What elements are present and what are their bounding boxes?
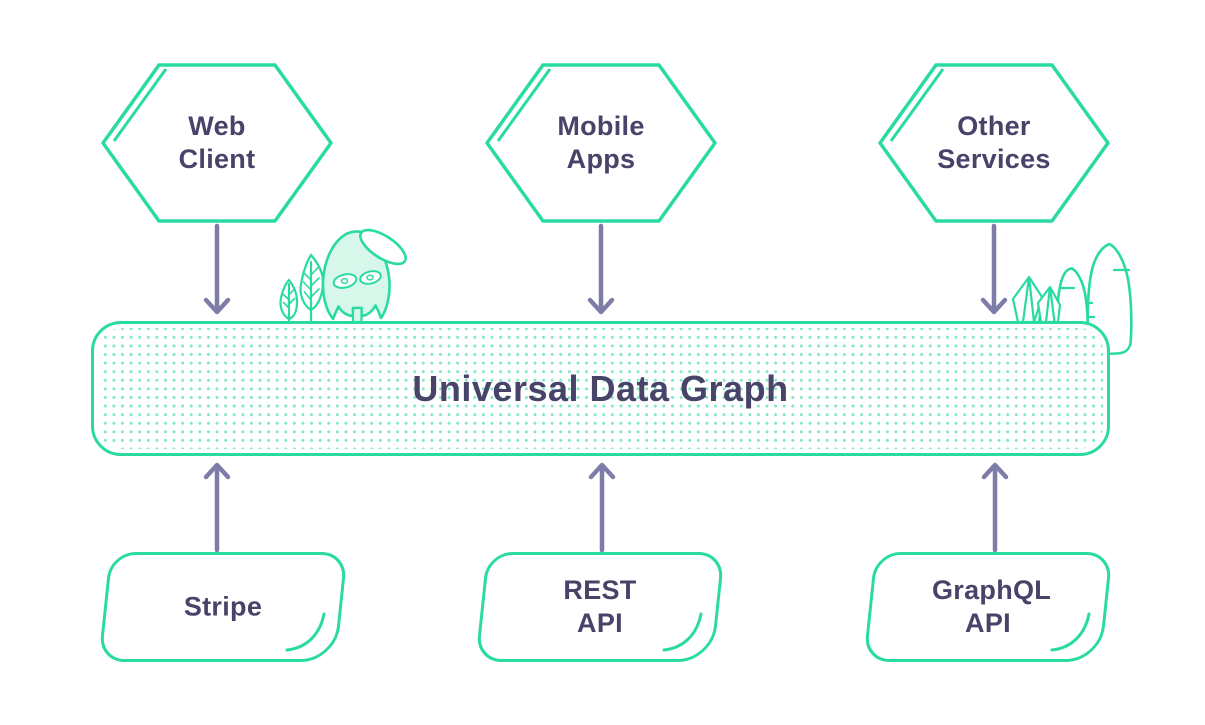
arrow-up-stripe bbox=[203, 462, 231, 553]
crystals-icon bbox=[1011, 275, 1062, 324]
arrow-down-mobile-apps bbox=[587, 223, 615, 315]
client-label: Mobile Apps bbox=[557, 111, 645, 174]
arrow-up-rest-api bbox=[588, 462, 616, 553]
client-label: Web Client bbox=[178, 111, 256, 174]
client-node-mobile: Mobile Apps bbox=[484, 61, 718, 225]
hills-icon bbox=[1055, 242, 1133, 356]
hexagon-accent-line bbox=[112, 68, 168, 142]
hexagon-shape bbox=[878, 63, 1110, 223]
source-node-rest-api: REST API bbox=[475, 552, 725, 662]
source-label: REST API bbox=[563, 575, 637, 638]
arrow-down-web-client bbox=[203, 223, 231, 315]
corner-curl-icon bbox=[662, 612, 703, 652]
source-label: GraphQL API bbox=[932, 575, 1052, 638]
client-node-web: Web Client bbox=[100, 61, 334, 225]
hexagon-shape bbox=[485, 63, 717, 223]
hexagon-accent-line bbox=[889, 68, 945, 142]
right-decoration bbox=[1011, 242, 1133, 356]
data-graph-bar: Universal Data Graph bbox=[91, 321, 1110, 456]
ghost-mascot-icon bbox=[321, 228, 407, 324]
dot-pattern bbox=[98, 328, 1103, 449]
source-node-stripe: Stripe bbox=[98, 552, 348, 662]
client-node-other: Other Services bbox=[877, 61, 1111, 225]
leaf-plants-icon bbox=[279, 253, 325, 324]
hexagon-shape bbox=[101, 63, 333, 223]
arrow-down-other-services bbox=[980, 223, 1008, 315]
hexagon-accent-line bbox=[496, 68, 552, 142]
left-decoration bbox=[279, 228, 407, 324]
bar-title: Universal Data Graph bbox=[412, 367, 789, 409]
source-node-graphql-api: GraphQL API bbox=[863, 552, 1113, 662]
source-label: Stripe bbox=[183, 591, 263, 622]
corner-curl-icon bbox=[285, 612, 326, 652]
arrow-up-graphql-api bbox=[981, 462, 1009, 553]
corner-curl-icon bbox=[1050, 612, 1091, 652]
client-label: Other Services bbox=[937, 111, 1051, 174]
